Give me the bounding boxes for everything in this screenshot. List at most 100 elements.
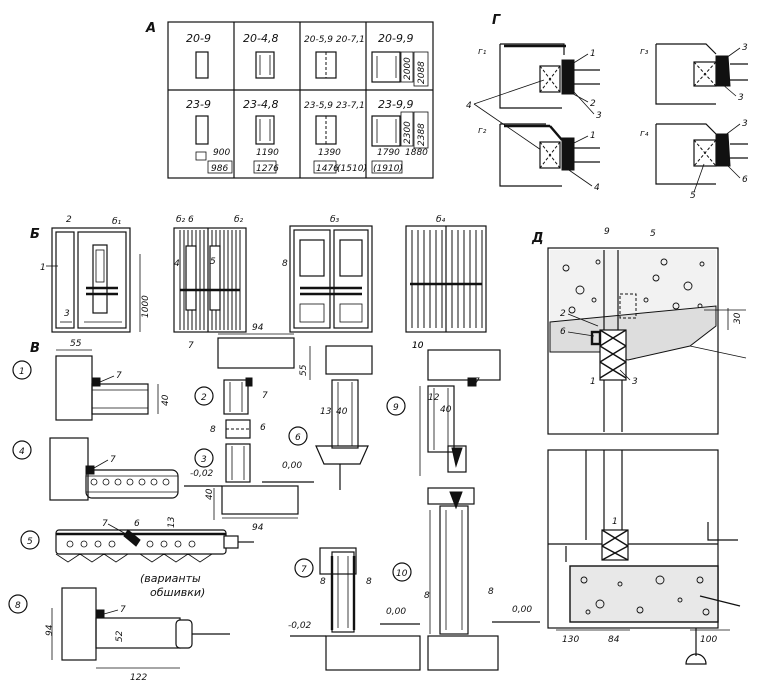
dim-label: 1390 <box>318 148 341 158</box>
detail-number: 8 <box>15 601 21 611</box>
dim-label: 40 <box>336 407 348 417</box>
caption-line: (варианты <box>140 572 201 585</box>
callout: 10 <box>412 341 424 351</box>
dim-label: 900 <box>213 148 230 158</box>
level-mark: -0,02 <box>288 621 312 631</box>
level-mark: 0,00 <box>282 461 302 471</box>
dim-label: 2388 <box>417 123 427 146</box>
door-elevation <box>289 225 373 333</box>
cell-label: 23-9,9 <box>378 98 413 111</box>
dim-label: 122 <box>130 673 147 683</box>
detail-marker <box>20 530 40 550</box>
callout: 3 <box>742 43 748 53</box>
section-label-b: Б <box>30 227 40 242</box>
door-symbol <box>315 115 337 145</box>
detail-marker <box>392 562 412 582</box>
detail-number: 7 <box>301 565 307 575</box>
panel-d: Д 9 5 2 6 1 3 30 <box>531 227 747 665</box>
dim-label: 94 <box>252 523 264 533</box>
detail-label: г₄ <box>640 129 649 139</box>
section-label-a: А <box>145 21 156 36</box>
dim-label: 52 <box>115 630 125 642</box>
dim-label: 13 <box>167 516 177 528</box>
dim-label: 12 <box>428 393 440 403</box>
dim-label: (1510) <box>337 164 367 174</box>
dim-label: 13 <box>320 407 332 417</box>
callout: 7 <box>116 371 122 381</box>
cell-label: 20-4,8 <box>243 32 278 45</box>
detail-number: 6 <box>295 433 301 443</box>
detail-number: 9 <box>393 403 399 413</box>
dim-label: 1276 <box>256 164 279 174</box>
callout: 7 <box>474 377 480 387</box>
callout: 6 <box>260 423 266 433</box>
callout: 2 <box>590 99 596 109</box>
dim-label: 40 <box>440 405 452 415</box>
section-label-d: Д <box>531 231 544 246</box>
callout: 8 <box>210 425 216 435</box>
detail-label: г₂ <box>478 126 487 136</box>
dim-label: 1476 <box>316 164 339 174</box>
callout: 1 <box>612 517 618 527</box>
dim-label: 1000 <box>141 295 151 318</box>
callout: 3 <box>742 119 748 129</box>
callout: 5 <box>210 257 216 267</box>
dim-label: 94 <box>252 323 264 333</box>
dim-label: 986 <box>211 164 228 174</box>
callout: 10 <box>412 341 424 351</box>
detail-marker <box>12 440 32 460</box>
detail-label: б₂ <box>176 215 186 225</box>
callout: 7 <box>110 455 116 465</box>
door-symbol <box>195 115 209 145</box>
door-symbol <box>371 115 401 147</box>
detail-number: 1 <box>19 367 25 377</box>
door-elevation <box>51 227 131 333</box>
dim-label: 55 <box>299 364 309 376</box>
callout: 3 <box>596 111 602 121</box>
callout: 6 <box>560 327 566 337</box>
detail-number: 5 <box>27 537 33 547</box>
detail-label: б₃ <box>330 215 340 225</box>
callout: 5 <box>690 191 696 201</box>
callout: 1 <box>40 263 46 273</box>
dim-label: 100 <box>700 635 717 645</box>
callout: 1 <box>590 49 596 59</box>
cell-label: 20-9 <box>186 32 211 45</box>
callout: 8 <box>282 259 288 269</box>
detail-marker <box>288 426 308 446</box>
dim-label: 94 <box>45 624 55 636</box>
dim-label: 55 <box>70 339 82 349</box>
cell-label: 23-9 <box>186 98 211 111</box>
detail-label: г₃ <box>640 47 649 57</box>
callout: 5 <box>650 229 656 239</box>
callout: 3 <box>64 309 70 319</box>
door-elevation <box>173 227 247 333</box>
callout: 4 <box>466 101 472 111</box>
callout: 4 <box>594 183 600 193</box>
callout: 7 <box>102 519 108 529</box>
door-symbol <box>371 51 401 83</box>
section-label-v: В <box>30 341 40 356</box>
cell-label: 23-4,8 <box>243 98 278 111</box>
callout: 6 <box>134 519 140 529</box>
door-symbol <box>255 115 275 145</box>
detail-label: б₄ <box>436 215 446 225</box>
callout: 6 <box>188 215 194 225</box>
callout: 7 <box>262 391 268 401</box>
door-symbol <box>255 51 275 79</box>
detail-number: 10 <box>396 569 408 579</box>
cell-label: 20-5,9 20-7,1 <box>304 35 365 45</box>
dim-label: (1910) <box>373 164 403 174</box>
caption-line: обшивки) <box>150 586 205 599</box>
panel-v: В 1 55 7 40 4 7 5 7 6 <box>8 323 540 683</box>
dim-label: 130 <box>562 635 579 645</box>
dim-label: 40 <box>205 488 215 500</box>
callout: 2 <box>66 215 72 225</box>
callout: 3 <box>632 377 638 387</box>
detail-marker <box>194 448 214 468</box>
callout: 7 <box>188 341 194 351</box>
detail-marker <box>194 386 214 406</box>
dim-label: 40 <box>161 394 171 406</box>
cell-label: 20-9,9 <box>378 32 413 45</box>
callout: 2 <box>560 309 566 319</box>
